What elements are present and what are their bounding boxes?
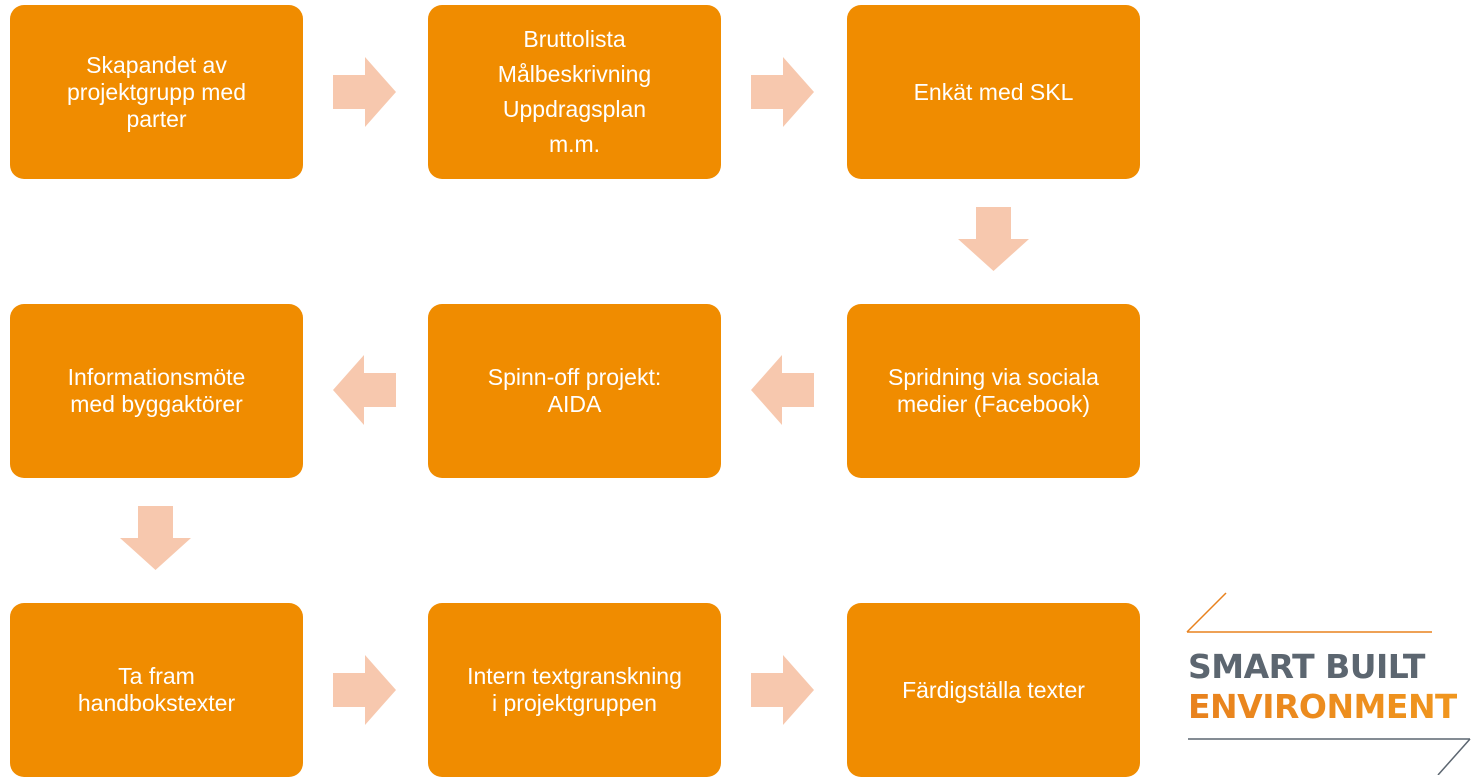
step-text: medier (Facebook) (896, 391, 1091, 417)
arrow-down-icon (120, 506, 191, 570)
arrow-down-icon (958, 207, 1029, 271)
step-text: Intern textgranskning (467, 663, 682, 689)
step-text: Bruttolista (523, 26, 626, 52)
logo-lines-icon (1186, 592, 1471, 775)
arrow-right-icon (751, 655, 814, 725)
step-text: Spinn-off projekt: (487, 364, 662, 390)
step-box-6: Spridning via sociala medier (Facebook) (847, 304, 1140, 478)
step-text: i projektgruppen (492, 690, 657, 716)
step-box-1: Skapandet av projektgrupp med parter (10, 5, 303, 179)
step-text: AIDA (547, 391, 602, 417)
smart-built-environment-logo: SMART BUILT ENVIRONMENT (1180, 590, 1472, 775)
step-box-7: Ta fram handbokstexter (10, 603, 303, 777)
step-text: Ta fram (118, 663, 195, 689)
step-box-9: Färdigställa texter (847, 603, 1140, 777)
step-text: med byggaktörer (70, 391, 243, 417)
step-box-5: Spinn-off projekt: AIDA (428, 304, 721, 478)
step-text: Enkät med SKL (913, 78, 1074, 105)
arrow-left-icon (333, 355, 396, 425)
step-text: m.m. (548, 131, 601, 157)
arrow-left-icon (751, 355, 814, 425)
arrow-right-icon (333, 57, 396, 127)
step-text: Uppdragsplan (502, 96, 647, 122)
logo-text-smart-built: SMART BUILT (1188, 647, 1425, 686)
step-text: Informationsmöte (67, 364, 246, 390)
arrow-right-icon (751, 57, 814, 127)
step-text: Skapandet av (86, 51, 227, 78)
step-text: Färdigställa texter (902, 676, 1085, 703)
step-box-4: Informationsmöte med byggaktörer (10, 304, 303, 478)
step-box-8: Intern textgranskning i projektgruppen (428, 603, 721, 777)
step-box-2: Bruttolista Målbeskrivning Uppdragsplan … (428, 5, 721, 179)
step-text: handbokstexter (77, 690, 236, 716)
step-text: projektgrupp med (67, 78, 246, 105)
arrow-right-icon (333, 655, 396, 725)
step-text: parter (126, 105, 187, 132)
step-box-3: Enkät med SKL (847, 5, 1140, 179)
logo-text-environment: ENVIRONMENT (1188, 687, 1458, 726)
step-text: Spridning via sociala (888, 364, 1099, 390)
step-text: Målbeskrivning (497, 61, 652, 87)
